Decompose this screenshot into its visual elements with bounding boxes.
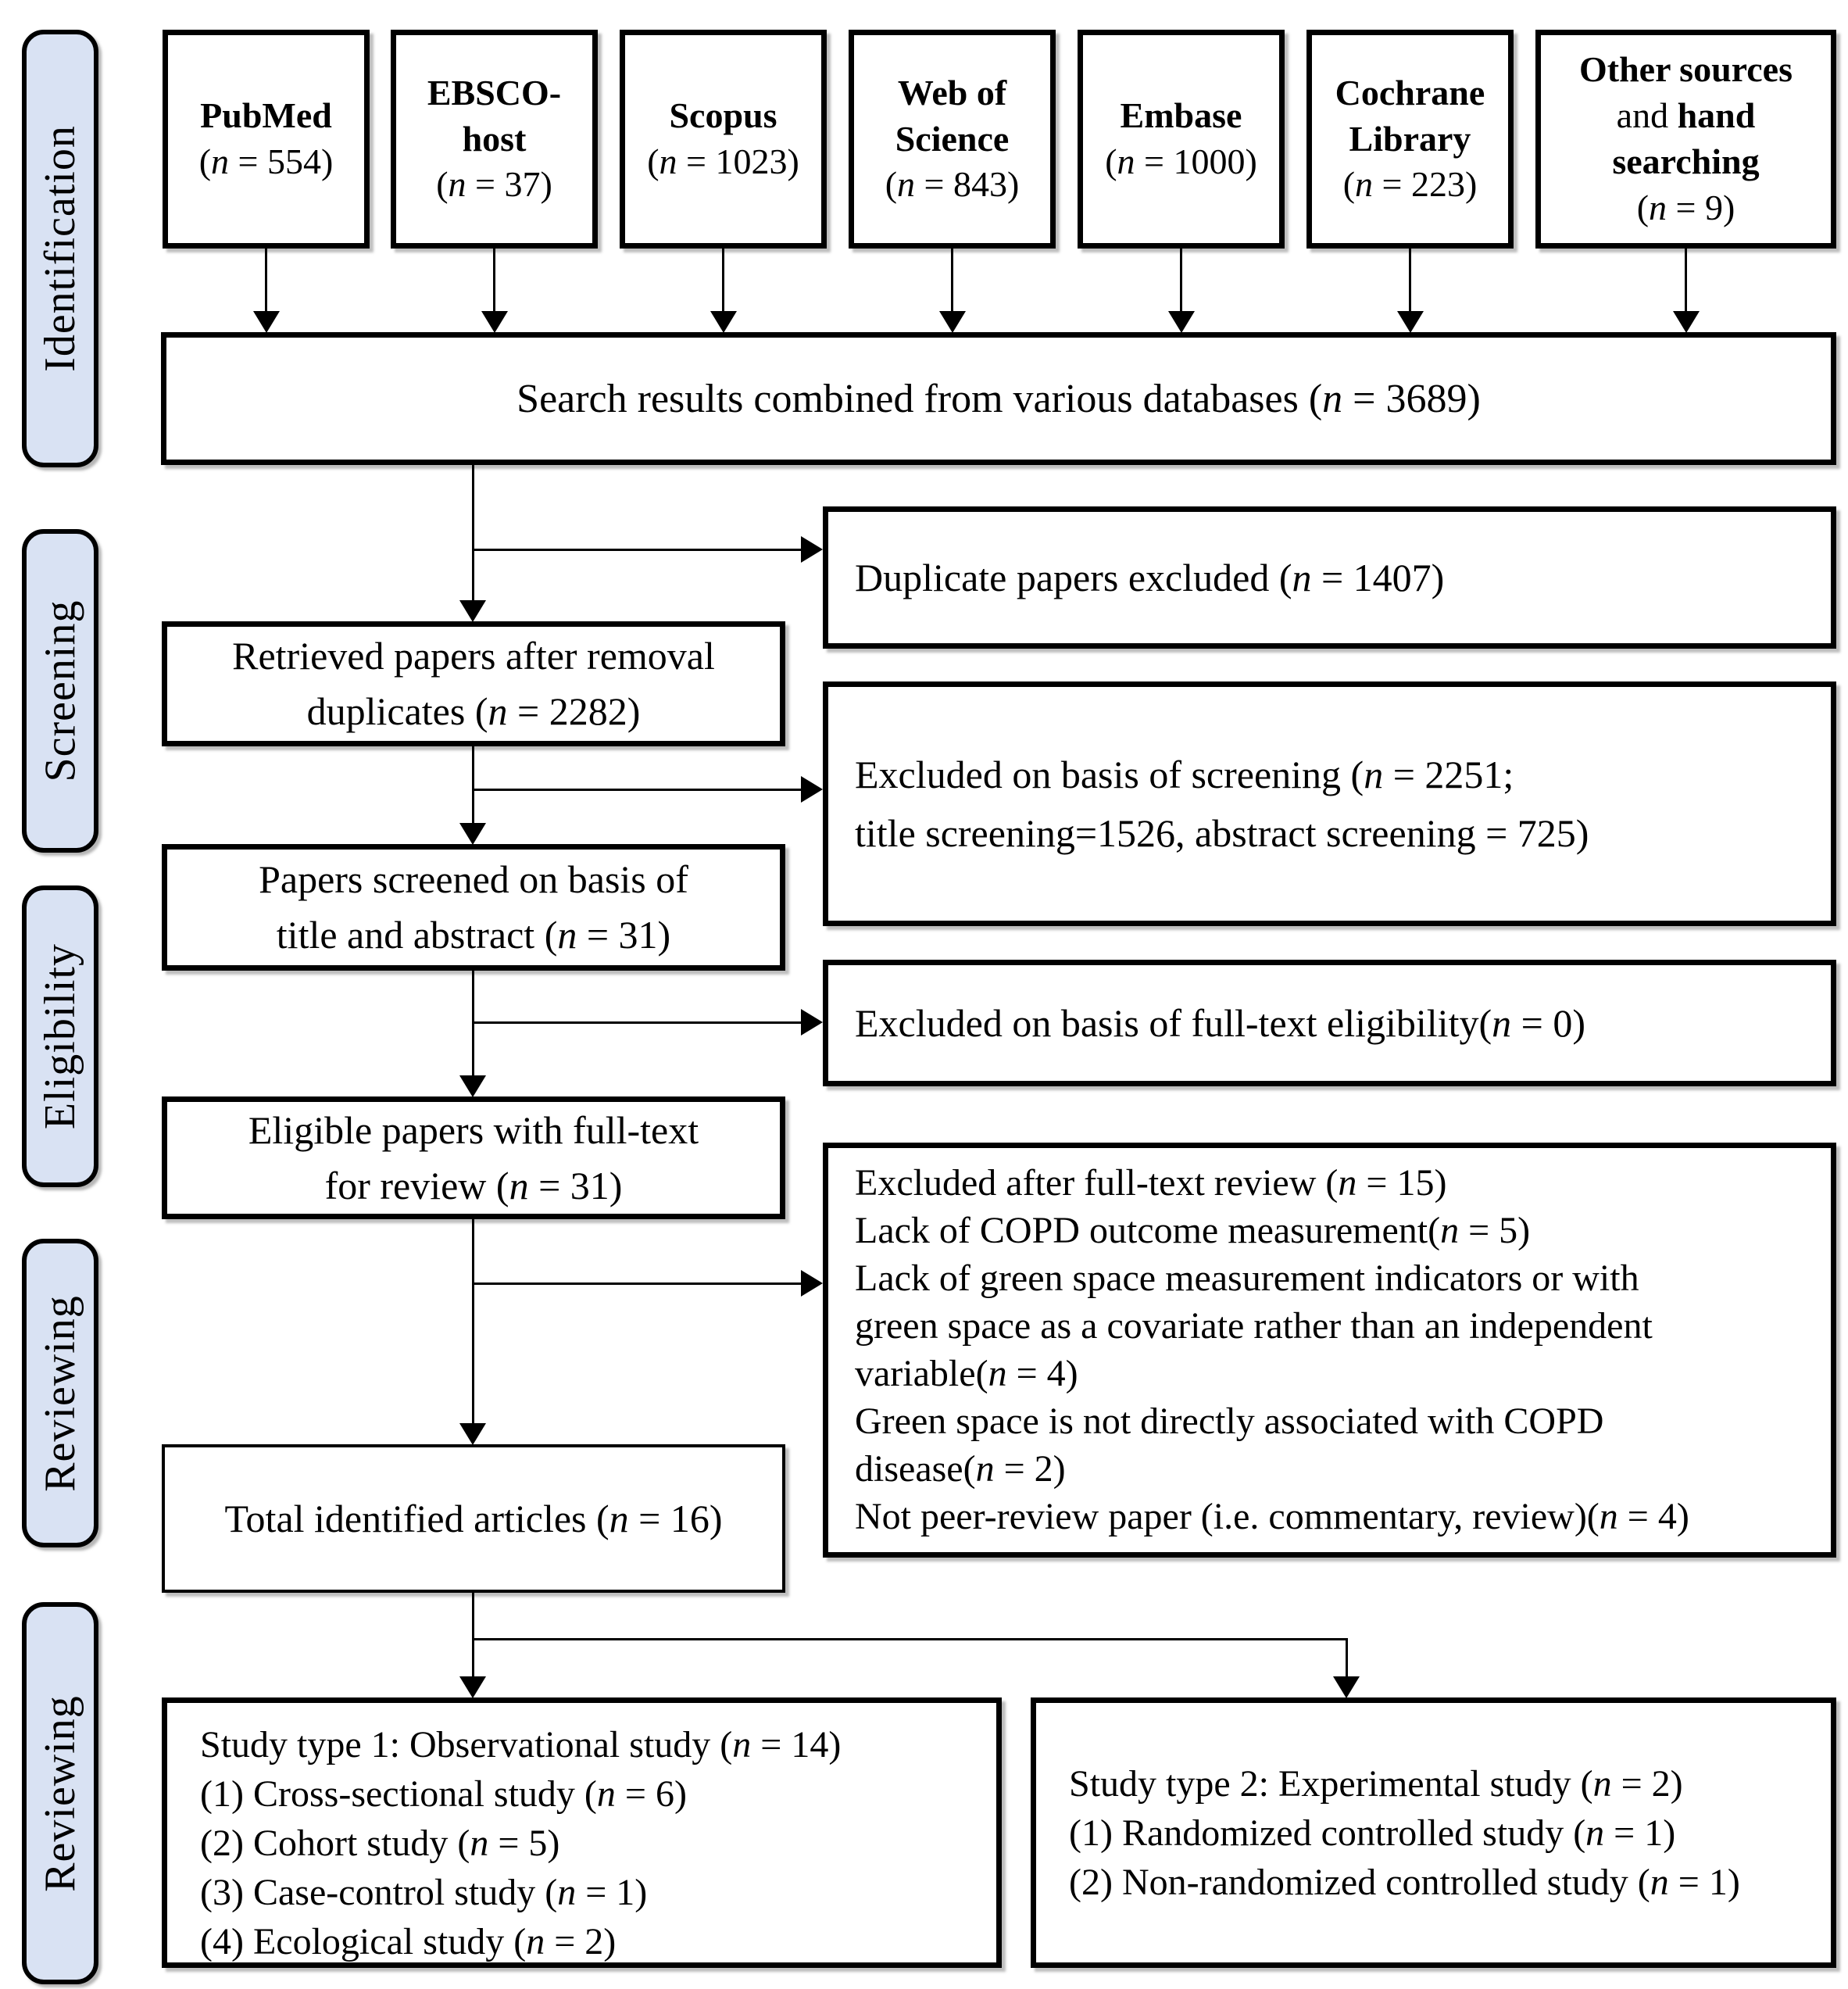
screening-excluded-box: Excluded on basis of screening (n = 2251… xyxy=(823,681,1836,926)
source-name: EBSCO- host xyxy=(427,72,562,159)
flow-arrowhead xyxy=(710,311,737,333)
screening-excluded-text: Excluded on basis of screening (n = 2251… xyxy=(855,752,1589,855)
flow-line xyxy=(471,1637,1348,1640)
stage-label-text: Screening xyxy=(36,599,85,782)
eligible-papers-box: Eligible papers with full-text for revie… xyxy=(162,1096,785,1219)
stage-label-text: Eligibility xyxy=(36,943,84,1130)
flow-line xyxy=(471,1021,802,1024)
retrieved-papers-box: Retrieved papers after removal duplicate… xyxy=(162,621,785,746)
source-count: (n = 37) xyxy=(436,164,552,205)
flow-arrowhead xyxy=(459,600,486,622)
source-name: Scopus xyxy=(669,95,777,136)
observational-study-box: Study type 1: Observational study (n = 1… xyxy=(162,1697,1002,1968)
total-articles-text: Total identified articles (n = 16) xyxy=(224,1496,723,1540)
flow-line xyxy=(493,249,495,313)
flow-line xyxy=(471,746,474,824)
fulltext-review-excluded-box: Excluded after full-text review (n = 15)… xyxy=(823,1143,1836,1558)
flow-arrowhead xyxy=(801,776,823,803)
flow-arrowhead xyxy=(252,311,280,333)
source-box-3: Web of Science (n = 843) xyxy=(849,30,1056,249)
flow-arrowhead xyxy=(1167,311,1195,333)
stage-label-text: Reviewing xyxy=(36,1294,84,1492)
source-count: (n = 9) xyxy=(1636,187,1735,227)
source-name: Web of Science xyxy=(895,72,1010,159)
flow-line xyxy=(1345,1639,1348,1677)
source-count: (n = 843) xyxy=(885,164,1020,205)
source-box-1: EBSCO- host (n = 37) xyxy=(391,30,598,249)
source-count: (n = 1023) xyxy=(647,141,799,181)
source-box-0: PubMed (n = 554) xyxy=(163,30,370,249)
screened-papers-box: Papers screened on basis of title and ab… xyxy=(162,844,785,971)
fulltext-excluded-text: Excluded on basis of full-text eligibili… xyxy=(855,1001,1585,1045)
stage-label-reviewing: Reviewing xyxy=(22,1239,98,1547)
flow-line xyxy=(471,788,802,791)
flow-arrowhead xyxy=(1333,1676,1360,1698)
flow-line xyxy=(1180,249,1182,313)
flow-line xyxy=(471,1593,474,1640)
flow-line xyxy=(471,465,474,602)
source-count: (n = 223) xyxy=(1342,164,1478,205)
flow-line xyxy=(471,548,802,551)
flow-arrowhead xyxy=(459,823,486,845)
source-box-4: Embase (n = 1000) xyxy=(1078,30,1285,249)
flow-line xyxy=(1409,249,1411,313)
flow-arrowhead xyxy=(801,1270,823,1297)
source-name: Other sources and hand searching xyxy=(1579,49,1793,181)
screened-papers-text: Papers screened on basis of title and ab… xyxy=(259,857,688,957)
flow-arrowhead xyxy=(801,536,823,563)
combined-results-text: Search results combined from various dat… xyxy=(517,376,1481,421)
stage-label-text: Identification xyxy=(36,125,84,372)
source-box-6: Other sources and hand searching (n = 9) xyxy=(1535,30,1836,249)
duplicates-excluded-box: Duplicate papers excluded (n = 1407) xyxy=(823,506,1836,649)
flow-line xyxy=(265,249,267,313)
flow-arrowhead xyxy=(459,1075,486,1097)
flow-line xyxy=(471,971,474,1076)
flow-arrowhead xyxy=(481,311,508,333)
flow-line xyxy=(951,249,953,313)
duplicates-excluded-text: Duplicate papers excluded (n = 1407) xyxy=(855,556,1445,599)
fulltext-excluded-box: Excluded on basis of full-text eligibili… xyxy=(823,960,1836,1086)
source-name: Embase xyxy=(1120,95,1242,136)
source-count: (n = 1000) xyxy=(1105,141,1257,181)
stage-label-eligibility: Eligibility xyxy=(22,885,98,1187)
fulltext-review-excluded-text: Excluded after full-text review (n = 15)… xyxy=(855,1162,1689,1537)
flow-line xyxy=(722,249,724,313)
flow-line xyxy=(471,1282,802,1285)
stage-label-reviewing-2: Reviewing xyxy=(22,1602,98,1984)
flow-line xyxy=(471,1639,474,1677)
flow-arrowhead xyxy=(1672,311,1700,333)
source-name: Cochrane Library xyxy=(1335,72,1485,159)
observational-study-text: Study type 1: Observational study (n = 1… xyxy=(200,1724,842,1962)
flow-arrowhead xyxy=(459,1423,486,1445)
experimental-study-box: Study type 2: Experimental study (n = 2)… xyxy=(1031,1697,1836,1968)
source-box-2: Scopus (n = 1023) xyxy=(620,30,827,249)
flow-arrowhead xyxy=(801,1009,823,1036)
experimental-study-text: Study type 2: Experimental study (n = 2)… xyxy=(1069,1762,1740,1903)
flow-line xyxy=(1685,249,1687,313)
stage-label-identification: Identification xyxy=(22,30,98,467)
flow-arrowhead xyxy=(938,311,966,333)
stage-label-screening: Screening xyxy=(22,529,98,853)
combined-results-box: Search results combined from various dat… xyxy=(161,332,1836,465)
flow-arrowhead xyxy=(459,1676,486,1698)
stage-label-text: Reviewing xyxy=(36,1694,84,1892)
flow-line xyxy=(471,1219,474,1424)
retrieved-papers-text: Retrieved papers after removal duplicate… xyxy=(232,634,715,733)
flow-arrowhead xyxy=(1396,311,1424,333)
source-box-5: Cochrane Library (n = 223) xyxy=(1306,30,1514,249)
source-count: (n = 554) xyxy=(198,141,334,181)
total-articles-box: Total identified articles (n = 16) xyxy=(162,1444,785,1593)
eligible-papers-text: Eligible papers with full-text for revie… xyxy=(248,1107,699,1207)
source-name: PubMed xyxy=(200,95,332,136)
